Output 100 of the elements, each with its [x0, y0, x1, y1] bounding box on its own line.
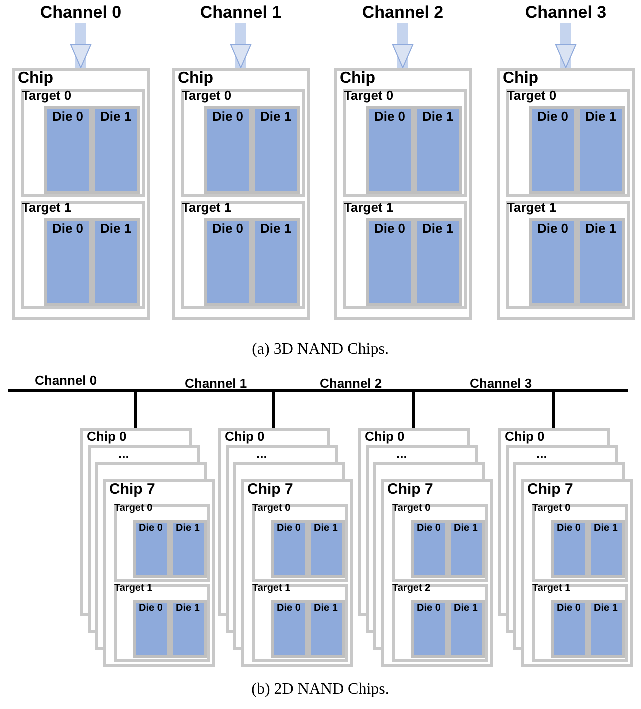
- channel-label: Channel 2: [348, 3, 458, 23]
- target-label: Target 0: [532, 504, 571, 514]
- die-box: [44, 218, 92, 306]
- die-box: [414, 218, 462, 306]
- die-label: Die 0: [52, 110, 84, 123]
- connector-line: [272, 392, 276, 428]
- die-label: Die 1: [454, 524, 478, 534]
- bus-line: [8, 389, 628, 392]
- channel-label: Channel 0: [26, 3, 136, 23]
- die-label: Die 0: [277, 604, 301, 614]
- die-label: Die 0: [417, 604, 441, 614]
- chip-box: [88, 445, 200, 462]
- die-label: Die 0: [537, 110, 569, 123]
- die-box: [204, 218, 252, 306]
- die-label: Die 1: [594, 524, 618, 534]
- target-label: Target 1: [344, 201, 394, 214]
- die-label: Die 1: [422, 110, 454, 123]
- connector-line: [552, 392, 556, 428]
- die-label: Die 0: [537, 222, 569, 235]
- die-box: [170, 520, 206, 578]
- die-box: [588, 600, 624, 658]
- die-box: [92, 106, 140, 194]
- chip-label: Chip: [340, 71, 376, 87]
- die-box: [414, 106, 462, 194]
- chip-label: Chip 7: [248, 482, 294, 497]
- die-box: [529, 218, 577, 306]
- chip-box: [334, 68, 472, 320]
- chip-box: [218, 428, 330, 445]
- chip-label: Chip 7: [388, 482, 434, 497]
- target-label: Target 1: [532, 584, 571, 594]
- die-box: [550, 600, 588, 658]
- chip-label: ...: [118, 447, 130, 460]
- target-box: [392, 504, 488, 582]
- channel-label: Channel 2: [320, 377, 382, 390]
- block-arrow: [70, 23, 92, 68]
- target-box: [343, 89, 467, 197]
- target-label: Target 1: [22, 201, 72, 214]
- block-arrow: [556, 23, 576, 68]
- die-box: [170, 600, 206, 658]
- target-box: [21, 89, 145, 197]
- die-label: Die 0: [374, 222, 406, 235]
- chip-label: ...: [256, 447, 268, 460]
- channel-label: Channel 0: [35, 374, 98, 387]
- die-label: Die 0: [557, 524, 581, 534]
- die-label: Die 1: [422, 222, 454, 235]
- die-box: [366, 218, 414, 306]
- die-label: Die 1: [176, 604, 200, 614]
- die-label: Die 1: [585, 110, 617, 123]
- target-label: Target 1: [182, 201, 232, 214]
- chip-label: Chip: [178, 71, 214, 87]
- chip-box: [172, 68, 310, 320]
- chip-box: [506, 445, 618, 462]
- die-box: [577, 106, 625, 194]
- target-label: Target 0: [392, 504, 431, 514]
- chip-box: [233, 462, 345, 479]
- target-label: Target 0: [114, 504, 153, 514]
- die-label: Die 1: [100, 110, 132, 123]
- chip-box: [497, 68, 635, 320]
- chip-box: [373, 462, 485, 479]
- channel-label: Channel 1: [186, 3, 296, 23]
- chip-box: [513, 462, 625, 479]
- die-box: [448, 600, 484, 658]
- die-box: [308, 520, 344, 578]
- chip-label: Chip 0: [365, 430, 405, 443]
- target-box: [343, 201, 467, 309]
- connector-line: [134, 392, 138, 428]
- chip-label: ...: [536, 447, 548, 460]
- target-label: Target 1: [252, 584, 291, 594]
- chip-label: Chip: [18, 71, 54, 87]
- die-box: [270, 520, 308, 578]
- die-label: Die 0: [52, 222, 84, 235]
- die-label: Die 0: [417, 524, 441, 534]
- chip-label: Chip 7: [528, 482, 574, 497]
- die-label: Die 1: [454, 604, 478, 614]
- chip-label: ...: [396, 447, 408, 460]
- die-box: [366, 106, 414, 194]
- chip-box: [102, 479, 214, 667]
- target-label: Target 1: [114, 584, 153, 594]
- chip-label: Chip 7: [110, 482, 156, 497]
- target-label: Target 0: [182, 89, 232, 102]
- die-label: Die 1: [260, 110, 292, 123]
- chip-box: [226, 445, 338, 462]
- chip-label: Chip 0: [87, 430, 127, 443]
- die-label: Die 1: [314, 524, 338, 534]
- die-label: Die 0: [212, 110, 244, 123]
- die-box: [44, 106, 92, 194]
- target-box: [392, 584, 488, 662]
- die-box: [252, 218, 300, 306]
- chip-box: [358, 428, 470, 445]
- target-box: [114, 504, 210, 582]
- die-box: [308, 600, 344, 658]
- chip-box: [520, 479, 632, 667]
- die-label: Die 1: [100, 222, 132, 235]
- target-box: [252, 584, 348, 662]
- die-box: [252, 106, 300, 194]
- chip-box: [12, 68, 150, 320]
- chip-box: [80, 428, 192, 445]
- target-label: Target 0: [344, 89, 394, 102]
- chip-label: Chip 0: [505, 430, 545, 443]
- chip-box: [95, 462, 207, 479]
